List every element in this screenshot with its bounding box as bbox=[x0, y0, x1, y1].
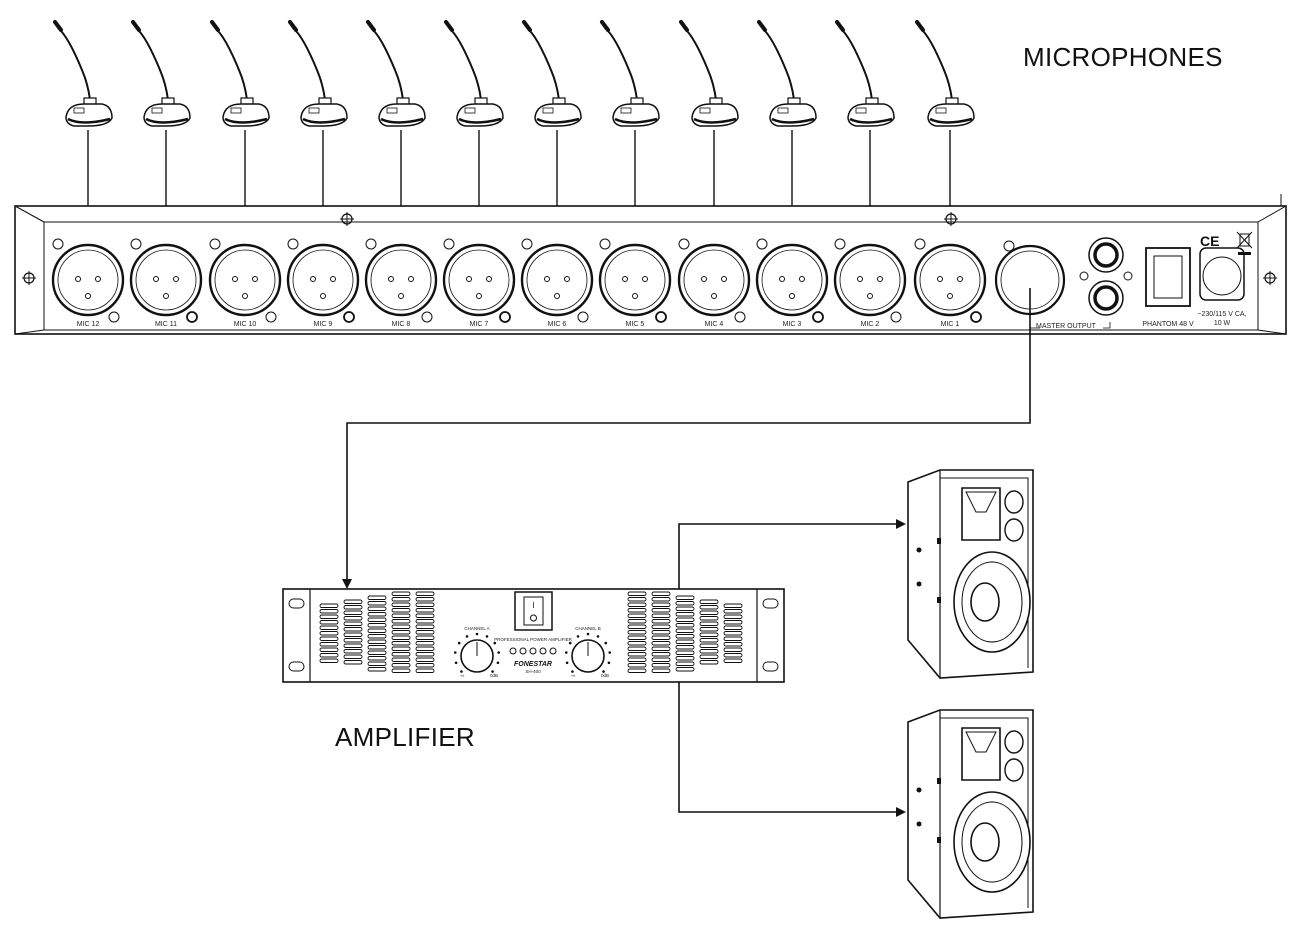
weee-bin-icon bbox=[1236, 231, 1253, 255]
channel-a-max: 0dB bbox=[490, 673, 498, 678]
rack-screw-left bbox=[22, 271, 36, 285]
channel-a-min: -∞ bbox=[460, 673, 465, 678]
mic-5-xlr-input[interactable] bbox=[598, 238, 672, 323]
microphone-row bbox=[53, 20, 975, 127]
mic-12-xlr-input[interactable] bbox=[51, 238, 125, 323]
svg-text:I: I bbox=[532, 601, 534, 610]
mic-9-microphone bbox=[288, 20, 348, 127]
panel-screw bbox=[944, 212, 958, 226]
mic-7-xlr-input[interactable] bbox=[442, 238, 516, 323]
mic-2-label: MIC 2 bbox=[861, 321, 880, 328]
amplifier-to-speaker-2-cable bbox=[678, 682, 906, 817]
power-rating-line1: ~230/115 V CA, bbox=[1197, 311, 1246, 318]
mic-11-microphone bbox=[131, 20, 191, 127]
mic-5-microphone bbox=[600, 20, 660, 127]
channel-a-label: CHANNEL A bbox=[464, 626, 489, 631]
mic-8-label: MIC 8 bbox=[392, 321, 411, 328]
power-rating-line2: 10 W bbox=[1214, 320, 1231, 327]
ce-mark: CE bbox=[1200, 233, 1219, 249]
mic-12-microphone bbox=[53, 20, 113, 127]
mic-10-label: MIC 10 bbox=[234, 321, 257, 328]
channel-a-knob[interactable] bbox=[460, 639, 494, 673]
mic-1-label: MIC 1 bbox=[941, 321, 960, 328]
mic-5-label: MIC 5 bbox=[626, 321, 645, 328]
speakers bbox=[907, 469, 1034, 919]
amplifier-vents bbox=[319, 591, 743, 673]
amplifier-model: SH-400 bbox=[525, 669, 541, 674]
mic-3-label: MIC 3 bbox=[783, 321, 802, 328]
knob-scale-dots bbox=[453, 632, 612, 673]
mic-3-microphone bbox=[757, 20, 817, 127]
panel-screw bbox=[340, 212, 354, 226]
power-socket bbox=[1199, 247, 1245, 301]
channel-b-max: 0dB bbox=[601, 673, 609, 678]
mixer-rear-panel: MIC 12 MIC 11 MIC 10 MIC 9 MIC 8 MIC 7 MIC 6 MI… bbox=[14, 194, 1287, 335]
master-output-label: MASTER OUTPUT bbox=[1036, 323, 1097, 330]
output-jacks bbox=[1079, 237, 1133, 316]
mic-4-microphone bbox=[679, 20, 739, 127]
mic-6-label: MIC 6 bbox=[548, 321, 567, 328]
amplifier-front-panel: I PROFESSIONAL POWER AMPLIFIER FONESTAR … bbox=[282, 588, 785, 683]
mic-10-microphone bbox=[210, 20, 270, 127]
mic-4-xlr-input[interactable] bbox=[677, 238, 751, 323]
amplifier-model-line: PROFESSIONAL POWER AMPLIFIER bbox=[494, 637, 573, 642]
channel-b-min: -∞ bbox=[571, 673, 576, 678]
mic-4-label: MIC 4 bbox=[705, 321, 724, 328]
mic-3-xlr-input[interactable] bbox=[755, 238, 829, 323]
phantom-switch[interactable] bbox=[1145, 247, 1191, 307]
master-output-xlr[interactable] bbox=[994, 240, 1066, 316]
mic-10-xlr-input[interactable] bbox=[208, 238, 282, 323]
mic-7-label: MIC 7 bbox=[470, 321, 489, 328]
microphones-label: MICROPHONES bbox=[1023, 42, 1223, 72]
mic-11-xlr-input[interactable] bbox=[129, 238, 203, 323]
mic-8-microphone bbox=[366, 20, 426, 127]
mic-6-microphone bbox=[522, 20, 582, 127]
master-to-amplifier-cable bbox=[342, 288, 1031, 589]
channel-b-knob[interactable] bbox=[571, 639, 605, 673]
mic-1-microphone bbox=[915, 20, 975, 127]
mic-9-label: MIC 9 bbox=[314, 321, 333, 328]
mic-12-label: MIC 12 bbox=[77, 321, 100, 328]
amplifier-to-speaker-1-cable bbox=[678, 519, 906, 589]
speaker-2 bbox=[907, 709, 1034, 919]
mic-2-xlr-input[interactable] bbox=[833, 238, 907, 323]
amplifier-power-switch[interactable]: I bbox=[514, 591, 553, 631]
mic-9-xlr-input[interactable] bbox=[286, 238, 360, 323]
xlr-input-row: MIC 12 MIC 11 MIC 10 MIC 9 MIC 8 MIC 7 MIC 6 MI… bbox=[51, 238, 987, 328]
brand-logo: FONESTAR bbox=[514, 661, 552, 668]
indicator-leds bbox=[509, 647, 557, 655]
mic-11-label: MIC 11 bbox=[155, 321, 177, 328]
speaker-1 bbox=[907, 469, 1034, 679]
mic-7-microphone bbox=[444, 20, 504, 127]
mic-1-xlr-input[interactable] bbox=[913, 238, 987, 323]
rack-screw-right bbox=[1263, 271, 1277, 285]
channel-b-label: CHANNEL B bbox=[575, 626, 601, 631]
mic-2-microphone bbox=[835, 20, 895, 127]
phantom-label: PHANTOM 48 V bbox=[1142, 321, 1194, 328]
mic-6-xlr-input[interactable] bbox=[520, 238, 594, 323]
amplifier-label: AMPLIFIER bbox=[335, 722, 475, 752]
mic-8-xlr-input[interactable] bbox=[364, 238, 438, 323]
